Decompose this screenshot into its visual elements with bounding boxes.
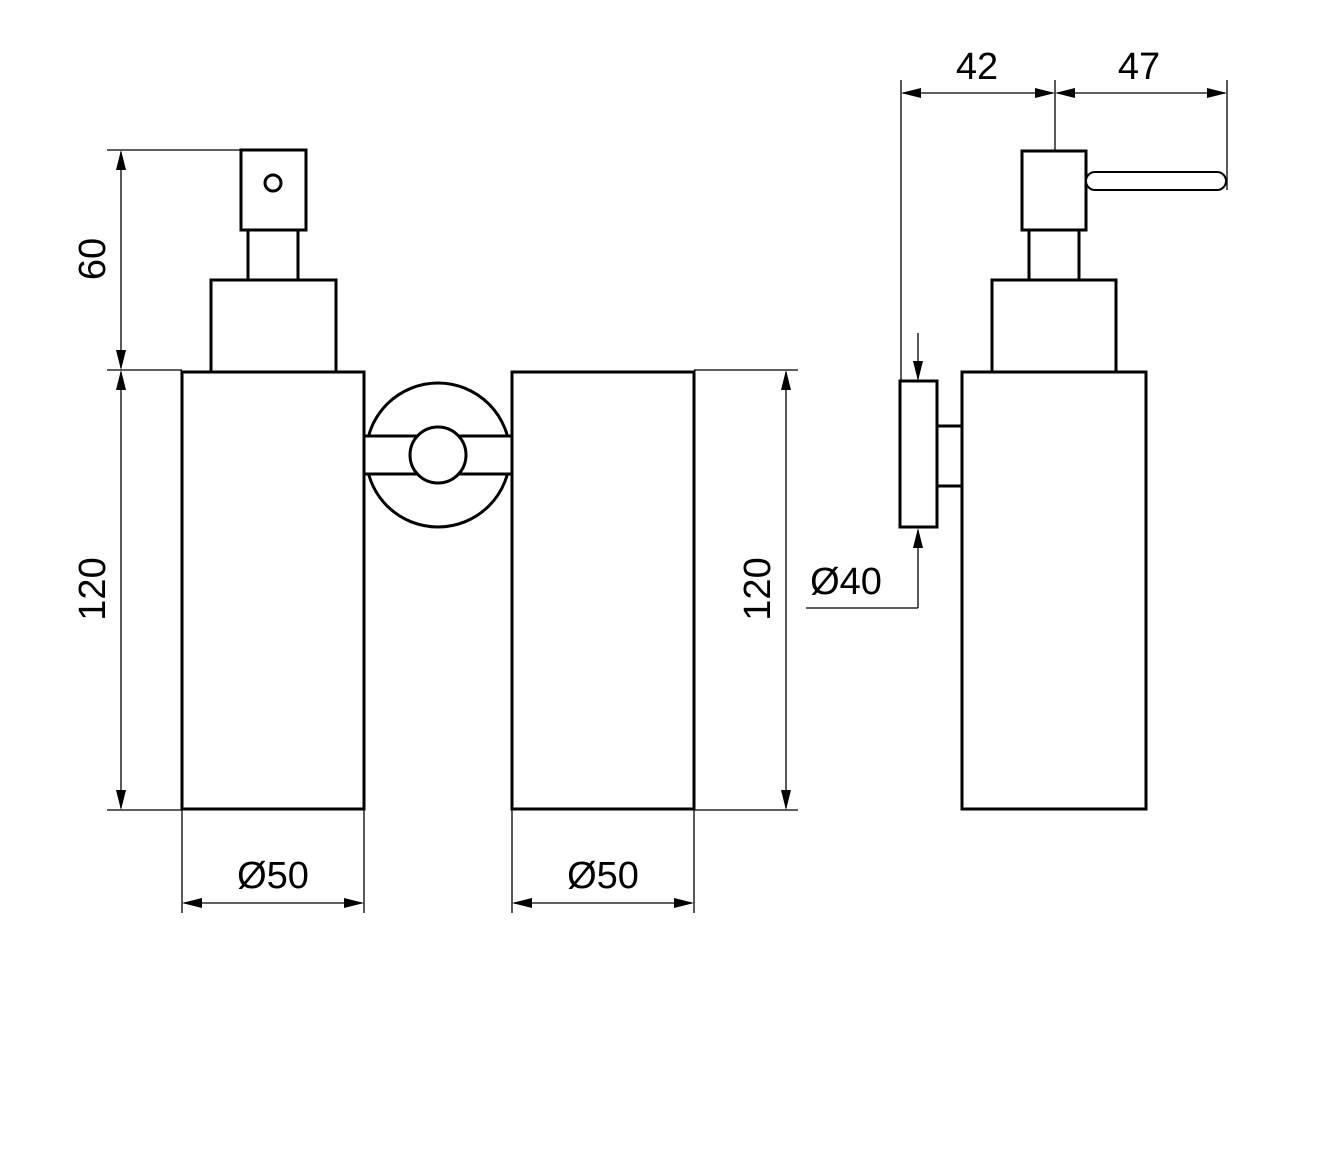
- dim-label-pump-height: 60: [72, 238, 114, 280]
- wall-mount-front: [362, 381, 514, 529]
- side-wall-plate: [898, 379, 939, 529]
- dispenser-body: [180, 370, 366, 811]
- dimension-body-height-left: 120: [72, 370, 182, 811]
- dim-label-diameter-right: Ø50: [567, 855, 639, 897]
- pump-head: [239, 148, 308, 232]
- dimension-body-height-right: 120: [694, 369, 798, 811]
- pump-nozzle-hole: [263, 173, 283, 193]
- dimension-wall-plate-diameter: Ø40: [806, 333, 923, 609]
- side-pump-head: [1020, 149, 1088, 232]
- cylinder-body: [510, 370, 696, 811]
- pump-stem: [246, 228, 300, 282]
- dimension-wall-to-center: 42: [900, 46, 1056, 381]
- dim-label-wall-plate-diameter: Ø40: [810, 561, 882, 603]
- dim-label-body-height-left: 120: [72, 557, 114, 620]
- side-nozzle: [1085, 171, 1227, 191]
- dim-label-nozzle-reach: 47: [1118, 46, 1160, 88]
- pump-collar: [209, 278, 338, 374]
- dimension-pump-height: 60: [72, 149, 241, 371]
- dim-label-diameter-left: Ø50: [237, 855, 309, 897]
- dim-label-body-height-right: 120: [737, 557, 779, 620]
- side-stem: [1027, 228, 1081, 282]
- side-collar: [990, 278, 1118, 374]
- side-view-dispenser: [898, 149, 1227, 811]
- mount-hub: [408, 425, 468, 485]
- front-view-dispenser: [180, 148, 366, 811]
- dimension-diameter-right: Ø50: [511, 809, 695, 913]
- side-body: [960, 370, 1148, 811]
- side-bracket-arm: [935, 424, 964, 488]
- dimension-nozzle-reach: 47: [1055, 46, 1228, 190]
- dim-label-wall-to-center: 42: [956, 46, 998, 88]
- dimension-diameter-left: Ø50: [181, 809, 365, 913]
- front-view-cylinder: [510, 370, 696, 811]
